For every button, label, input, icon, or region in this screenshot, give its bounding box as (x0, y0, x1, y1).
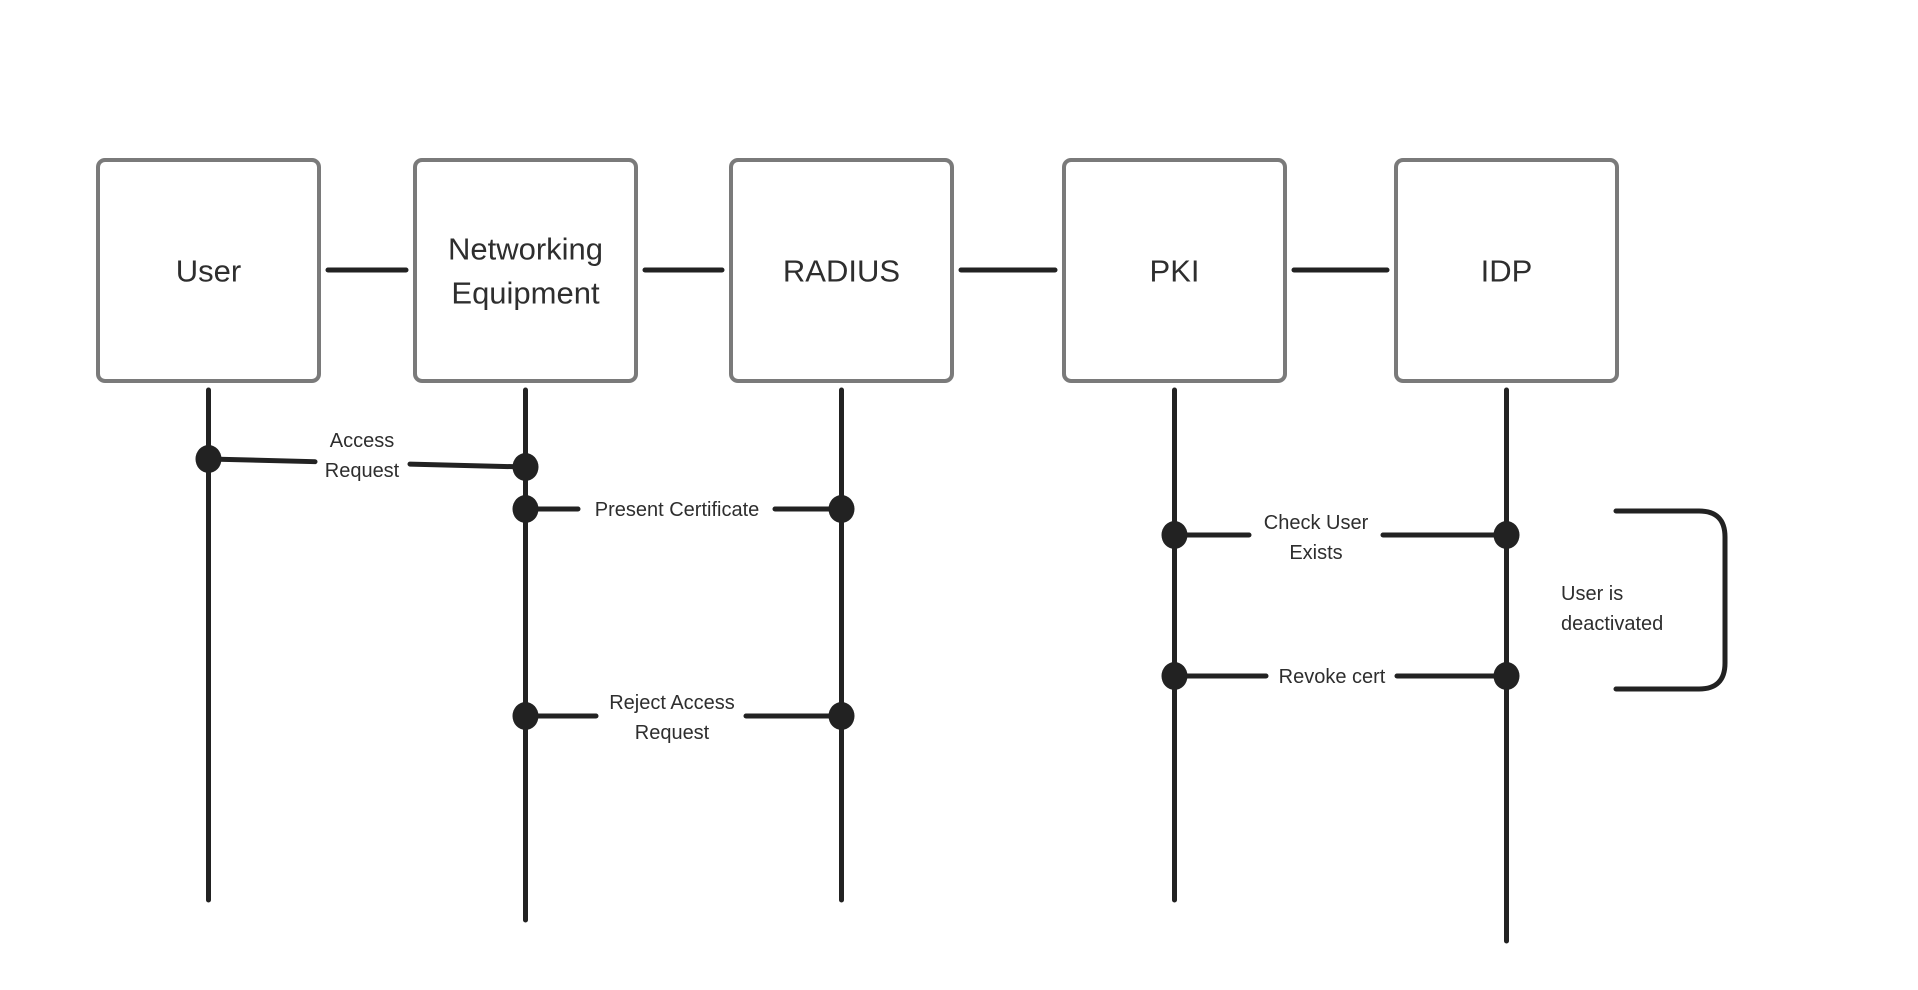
participant-label: PKI (1150, 254, 1200, 289)
message-endpoint-dot (828, 702, 855, 730)
participant-box[interactable] (729, 158, 954, 383)
message-line (407, 461, 528, 470)
message-endpoint-dot (1493, 521, 1520, 549)
participant-user[interactable]: User (96, 158, 321, 383)
participant-label: Networking (448, 232, 603, 267)
message-revoke-cert[interactable]: Revoke cert (1161, 662, 1520, 690)
message-label: Present Certificate (595, 499, 760, 521)
participant-label: User (176, 254, 241, 289)
message-endpoint-dot (828, 495, 855, 523)
lifelines (206, 387, 1509, 944)
message-label: Check User (1264, 512, 1369, 534)
message-endpoint-dot (512, 702, 539, 730)
message-label: Request (635, 722, 710, 744)
message-label: Request (325, 460, 400, 482)
message-endpoint-dot (512, 495, 539, 523)
participant-box[interactable] (1394, 158, 1619, 383)
message-endpoint-dot (195, 445, 222, 473)
message-endpoint-dot (1161, 662, 1188, 690)
message-label: Access (330, 430, 394, 452)
message-label: Exists (1289, 542, 1342, 564)
participant-pki[interactable]: PKI (1062, 158, 1287, 383)
message-endpoint-dot (1493, 662, 1520, 690)
participant-label: IDP (1481, 254, 1533, 289)
message-label: Revoke cert (1279, 666, 1386, 688)
participant-idp[interactable]: IDP (1394, 158, 1619, 383)
message-line (206, 456, 318, 465)
participant-box[interactable] (1062, 158, 1287, 383)
message-label: Reject Access (609, 692, 735, 714)
participant-box[interactable] (413, 158, 638, 383)
note-label: deactivated (1561, 613, 1663, 635)
note-label: User is (1561, 583, 1623, 605)
participant-label: RADIUS (783, 254, 900, 289)
bracket-icon (1613, 508, 1728, 692)
participant-box[interactable] (96, 158, 321, 383)
message-endpoint-dot (1161, 521, 1188, 549)
message-endpoint-dot (512, 453, 539, 481)
participant-radius[interactable]: RADIUS (729, 158, 954, 383)
participant-label: Equipment (451, 276, 600, 311)
notes: User is deactivated (1561, 508, 1728, 692)
message-present-certificate[interactable]: Present Certificate (512, 495, 855, 523)
note-user-deactivated[interactable]: User is deactivated (1561, 508, 1728, 692)
